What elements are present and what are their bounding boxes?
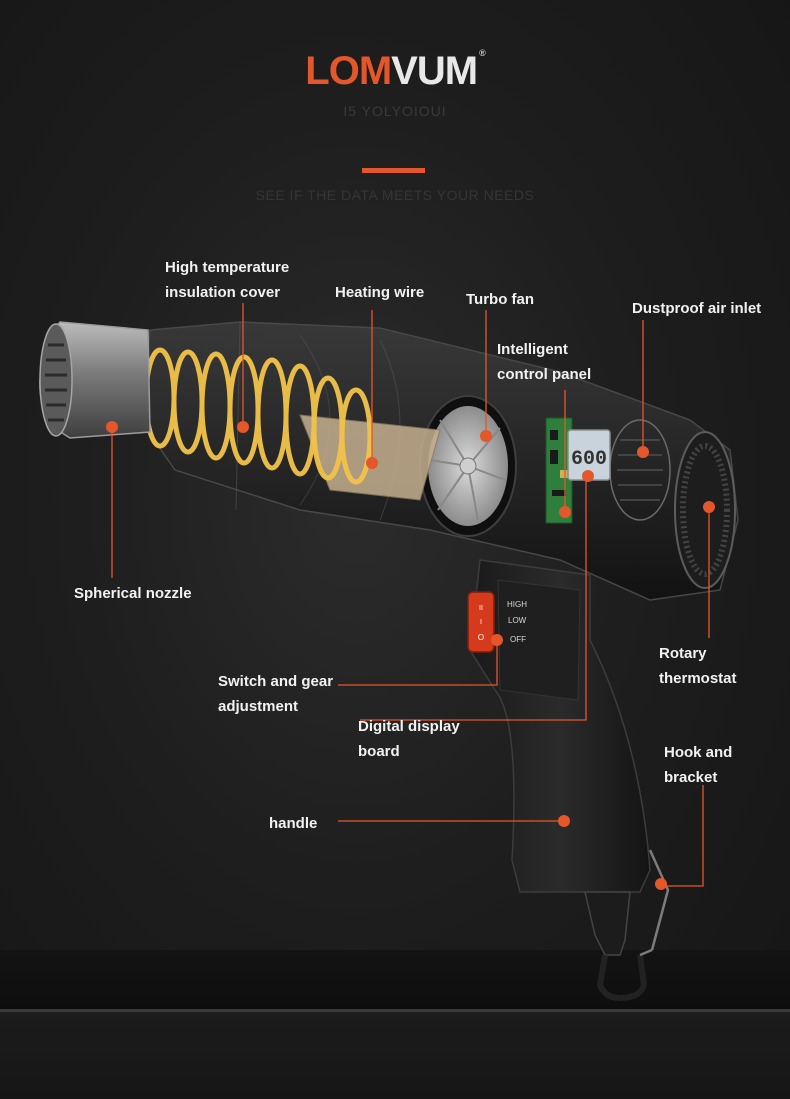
heating-coil — [143, 347, 373, 485]
logo-primary: LOM — [305, 49, 392, 93]
floor-edge — [0, 1009, 790, 1012]
dot-dustproof-inlet — [637, 446, 649, 458]
header-tagline: SEE IF THE DATA MEETS YOUR NEEDS — [255, 187, 535, 203]
dot-handle — [558, 815, 570, 827]
switch-high-label: HIGH — [507, 600, 527, 609]
dot-heating-wire — [366, 457, 378, 469]
label-display-board: Digital display board — [358, 718, 460, 760]
svg-text:O: O — [478, 633, 484, 642]
callout-dots — [106, 421, 715, 890]
dot-insulation-cover — [237, 421, 249, 433]
dot-nozzle — [106, 421, 118, 433]
control-board: 600 — [545, 417, 611, 524]
label-turbo-fan: Turbo fan — [466, 291, 535, 308]
label-rotary-thermostat: Rotary thermostat — [659, 645, 737, 687]
label-nozzle: Spherical nozzle — [74, 585, 192, 602]
svg-text:I: I — [480, 619, 482, 626]
floor-base — [0, 1012, 790, 1099]
leader-display-board — [360, 478, 587, 721]
gun-handle: HIGH LOW OFF — [469, 559, 651, 893]
callout-lines — [111, 303, 710, 887]
label-heating-wire: Heating wire — [335, 284, 425, 301]
switch-low-label: LOW — [508, 616, 527, 625]
dot-rotary-thermostat — [703, 501, 715, 513]
brand-logo: LOMVUM® — [0, 30, 790, 94]
spherical-nozzle — [39, 321, 151, 439]
leader-hook — [661, 785, 704, 887]
dot-hook — [655, 878, 667, 890]
dot-display-board — [582, 470, 594, 482]
dot-switch — [491, 634, 503, 646]
accent-divider — [362, 168, 425, 173]
floor-shadow — [0, 950, 790, 1010]
display-readout: 600 — [571, 448, 607, 471]
label-handle: handle — [269, 815, 318, 832]
label-switch-gear: Switch and gear adjustment — [218, 673, 334, 715]
label-insulation-cover: High temperature insulation cover — [165, 259, 290, 301]
leader-switch — [338, 640, 498, 686]
rocker-switch[interactable]: II I O — [467, 591, 495, 653]
dot-control-panel — [559, 506, 571, 518]
logo-secondary: VUM — [391, 49, 478, 93]
label-dustproof-inlet: Dustproof air inlet — [632, 300, 762, 317]
hook-bracket — [584, 849, 670, 1002]
label-hook-bracket: Hook and bracket — [664, 744, 733, 786]
header-subtitle: I5 YOLYOIOUI — [343, 103, 447, 119]
dot-turbo-fan — [480, 430, 492, 442]
svg-text:II: II — [479, 605, 483, 612]
label-control-panel: Intelligent control panel — [497, 341, 592, 383]
turbo-fan — [419, 395, 517, 537]
trademark-symbol: ® — [479, 48, 486, 58]
switch-off-label: OFF — [510, 635, 526, 644]
